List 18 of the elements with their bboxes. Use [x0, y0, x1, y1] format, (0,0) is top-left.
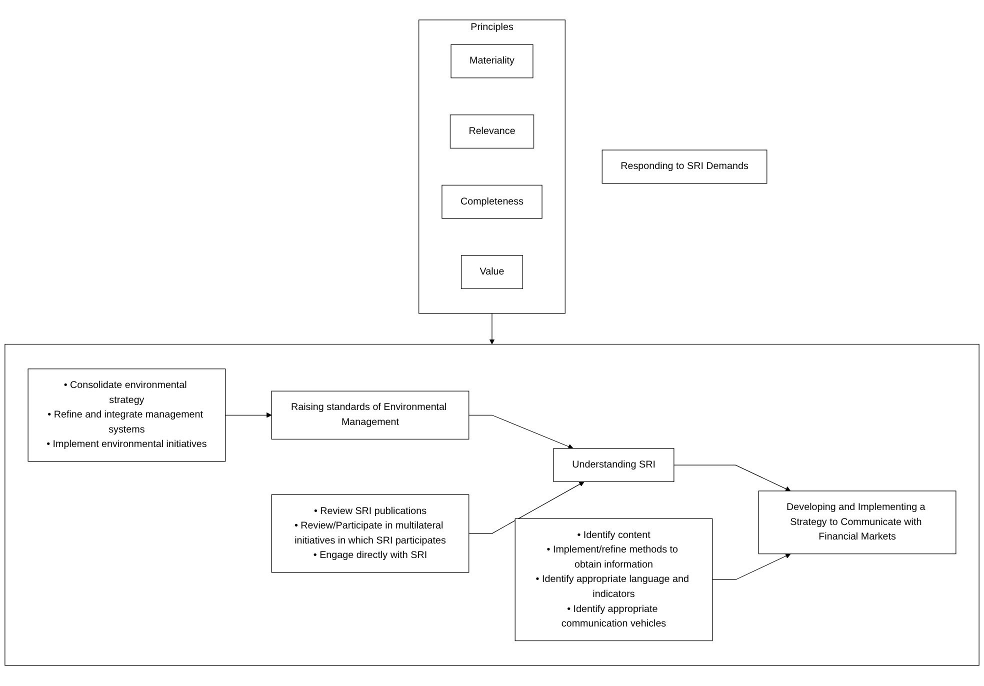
- cluster: [4, 344, 980, 666]
- arrow: [225, 412, 272, 418]
- arrow: [489, 313, 495, 345]
- node-box: • Consolidate environmental strategy • Refine and integrate management systems • Implement environmental initiatives: [28, 368, 226, 462]
- node-box: Value: [460, 255, 524, 290]
- node-box: Responding to SRI Demands: [602, 150, 768, 184]
- node-box: Developing and Implementing a Strategy to Communicate with Financial Markets: [758, 490, 956, 554]
- node-box: • Review SRI publications • Review/Participate in multilateral initiatives in which SRI participates • Engage directly with SRI: [271, 494, 470, 573]
- arrow: [712, 554, 791, 580]
- arrow: [674, 465, 791, 492]
- node-box: Relevance: [450, 114, 534, 149]
- arrow: [468, 482, 584, 534]
- node-box: • Identify content • Implement/refine methods to obtain information • Identify appropriate language and indicators • Identify appropriate communication vehicles: [514, 518, 713, 642]
- node-box: Understanding SRI: [553, 448, 674, 482]
- node-box: Completeness: [442, 185, 542, 220]
- node-box: Materiality: [450, 44, 534, 78]
- node-box: Raising standards of Environmental Management: [271, 391, 470, 440]
- arrow: [468, 415, 574, 450]
